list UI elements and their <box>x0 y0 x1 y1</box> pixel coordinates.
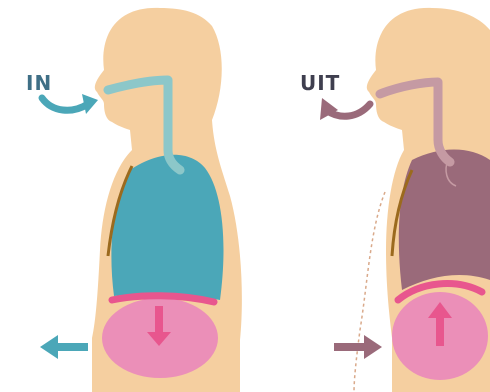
exhale-panel: UIT <box>300 8 490 392</box>
inhale-panel: IN <box>26 8 242 392</box>
exhale-dashed-outline <box>354 192 385 392</box>
inhale-air-arrowhead <box>82 94 98 114</box>
belly-out-arrow-left <box>40 335 88 359</box>
belly-in-arrow-right <box>334 335 382 359</box>
inhale-label: IN <box>26 71 52 95</box>
inhale-air-arrow <box>42 98 88 110</box>
exhale-label: UIT <box>300 71 340 95</box>
